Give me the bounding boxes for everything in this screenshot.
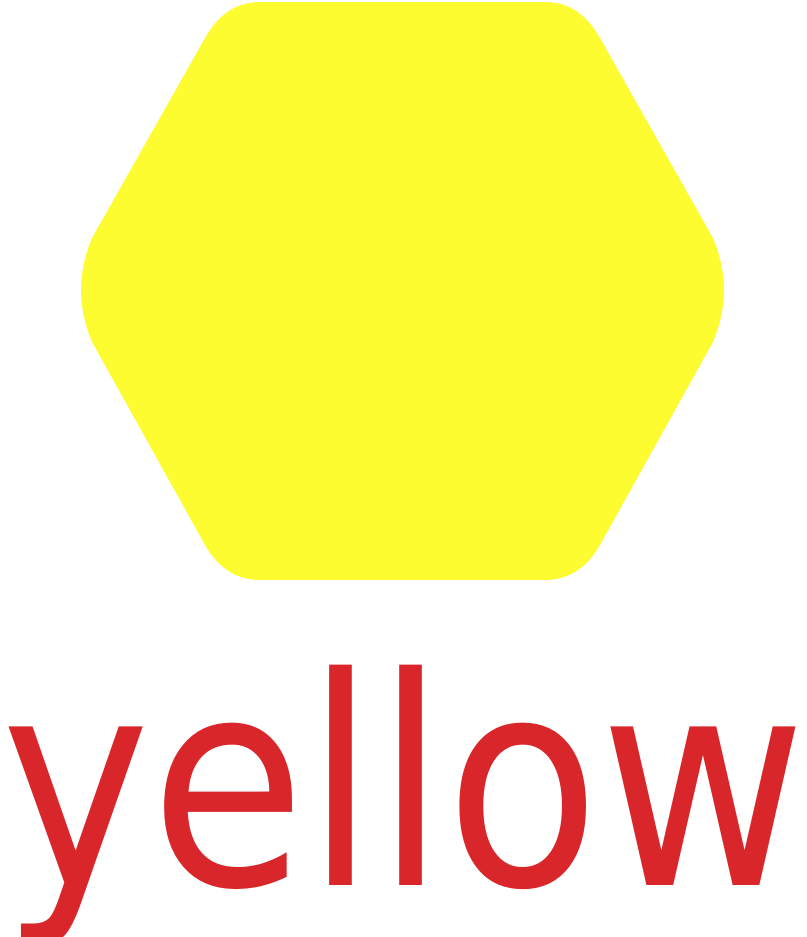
wordmark-text: yellow	[1, 640, 806, 937]
wordmark: yellow	[0, 640, 807, 937]
hexagon-icon	[81, 2, 724, 580]
hexagon-shape	[81, 2, 724, 580]
